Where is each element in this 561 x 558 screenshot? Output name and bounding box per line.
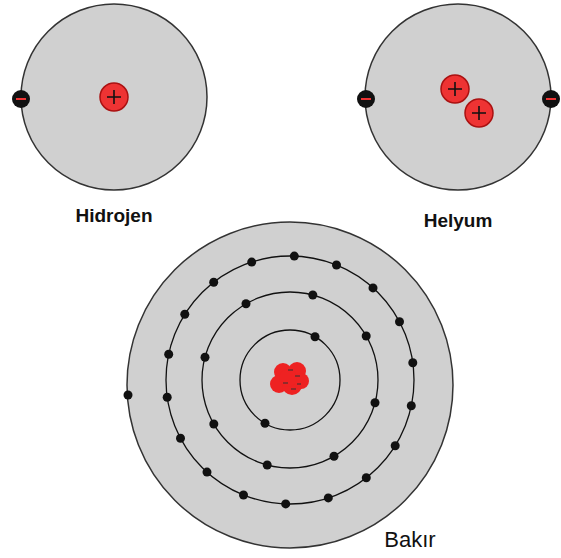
- orbit-ring: [166, 256, 414, 504]
- atom-name: Hidrojen: [75, 205, 152, 226]
- electron: [201, 353, 210, 362]
- plus-sign: [107, 90, 121, 104]
- electron: [311, 332, 320, 341]
- label-box: Hidrojen: [75, 205, 152, 227]
- electron: [239, 491, 248, 500]
- electron: [124, 391, 133, 400]
- proton: [465, 99, 493, 127]
- minus-sign: [546, 98, 556, 100]
- electron: [332, 261, 341, 270]
- electron-group: [124, 252, 418, 509]
- electron: [209, 420, 218, 429]
- electron: [542, 90, 560, 108]
- electron: [281, 499, 290, 508]
- proton: [100, 83, 128, 111]
- electron: [290, 252, 299, 261]
- proton: [441, 75, 469, 103]
- label-box: Helyum: [424, 210, 493, 232]
- electron: [357, 90, 375, 108]
- electron: [247, 258, 256, 267]
- electron: [209, 278, 218, 287]
- electron: [391, 441, 400, 450]
- atom-name: Helyum: [424, 210, 493, 231]
- electron: [330, 452, 339, 461]
- label-box: Bakır: [384, 527, 435, 553]
- electron: [407, 401, 416, 410]
- atom-shell: [127, 222, 453, 548]
- electron: [371, 398, 380, 407]
- electron: [362, 332, 371, 341]
- electron: [203, 468, 212, 477]
- electron: [395, 317, 404, 326]
- electron: [12, 90, 30, 108]
- nucleus: [270, 362, 309, 395]
- electron: [324, 493, 333, 502]
- electron: [164, 350, 173, 359]
- orbit-ring: [240, 330, 340, 430]
- electron: [176, 434, 185, 443]
- electron: [163, 393, 172, 402]
- electron: [242, 299, 251, 308]
- atom-name: Bakır: [384, 527, 435, 552]
- electron: [408, 358, 417, 367]
- electron: [180, 310, 189, 319]
- atom-shell: [21, 4, 207, 190]
- minus-sign: [361, 98, 371, 100]
- orbit-ring: [202, 292, 378, 468]
- electron: [263, 461, 272, 470]
- minus-sign: [16, 98, 26, 100]
- electron: [362, 473, 371, 482]
- electron: [308, 291, 317, 300]
- plus-sign: [448, 82, 462, 96]
- electron: [369, 283, 378, 292]
- electron: [261, 419, 270, 428]
- atom-shell: [365, 4, 551, 190]
- plus-sign: [472, 106, 486, 120]
